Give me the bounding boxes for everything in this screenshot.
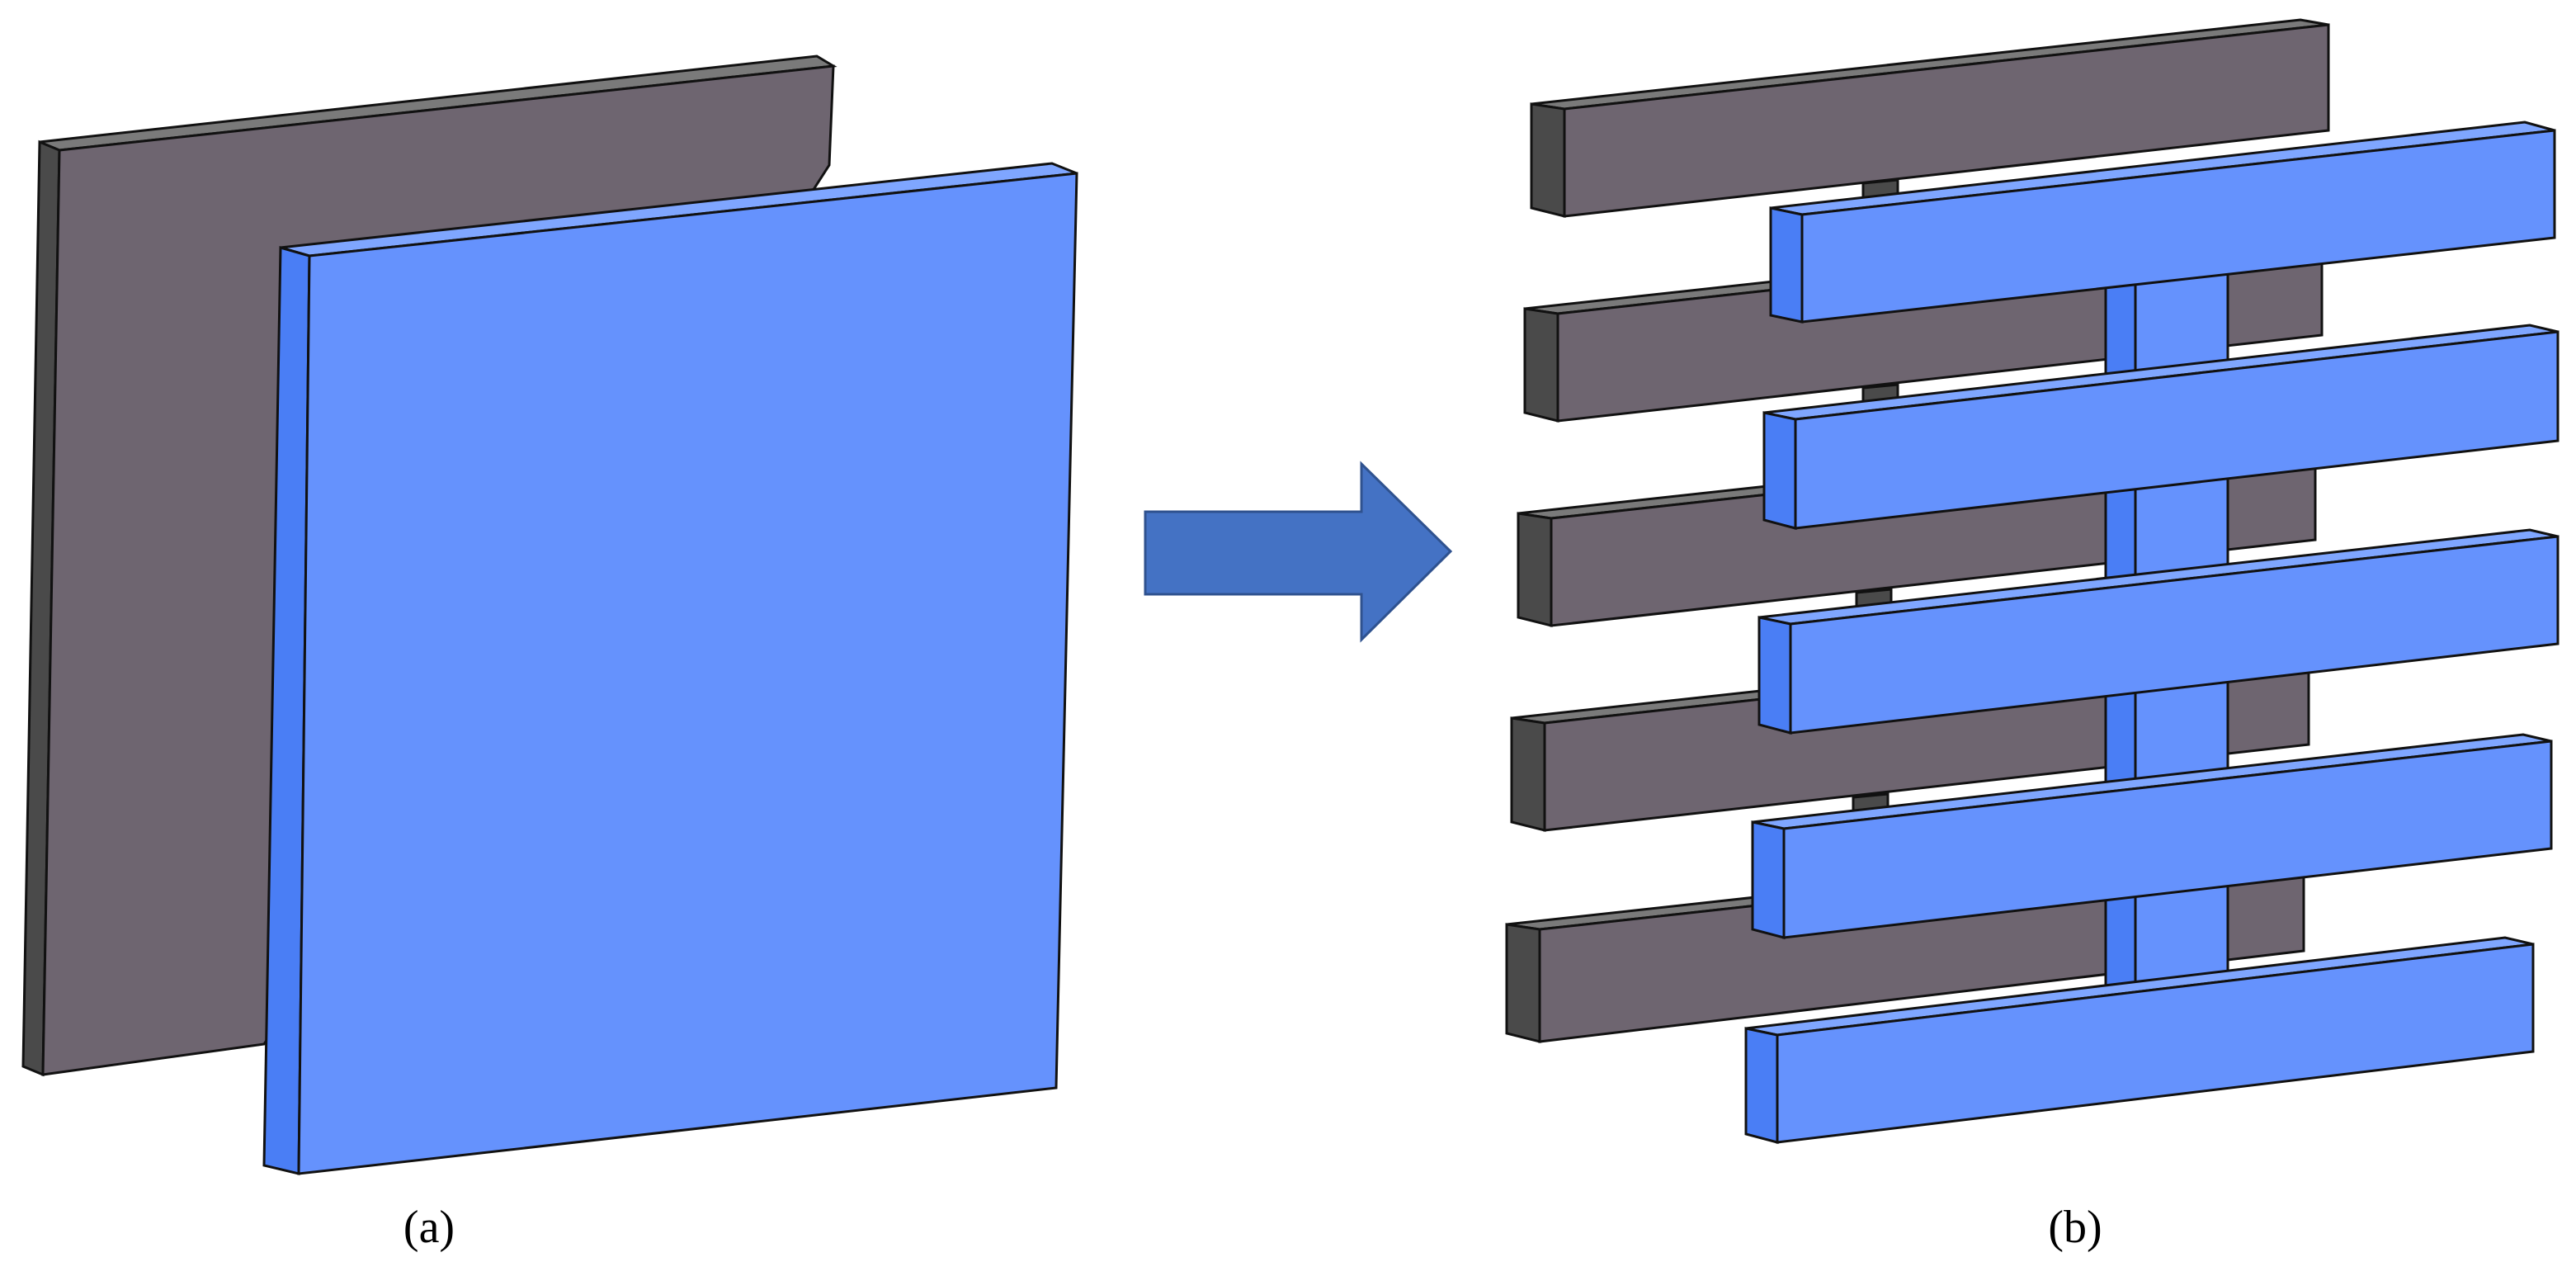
blue-bar — [1769, 121, 2556, 324]
panel-a — [21, 54, 1078, 1175]
blue-bar — [1757, 528, 2559, 735]
blue-plate-face — [297, 172, 1078, 1175]
caption-b: (b) — [2048, 1202, 2102, 1253]
panel-b — [1505, 18, 2559, 1144]
blue-bar — [1751, 733, 2553, 939]
blue-bar — [1762, 324, 2559, 530]
caption-a: (a) — [403, 1202, 455, 1253]
blue-bar — [1744, 936, 2535, 1144]
blue-plate — [262, 162, 1078, 1175]
right-arrow-icon — [1144, 461, 1453, 643]
blue-comb — [1744, 121, 2559, 1144]
dark-bar — [1530, 18, 2330, 218]
